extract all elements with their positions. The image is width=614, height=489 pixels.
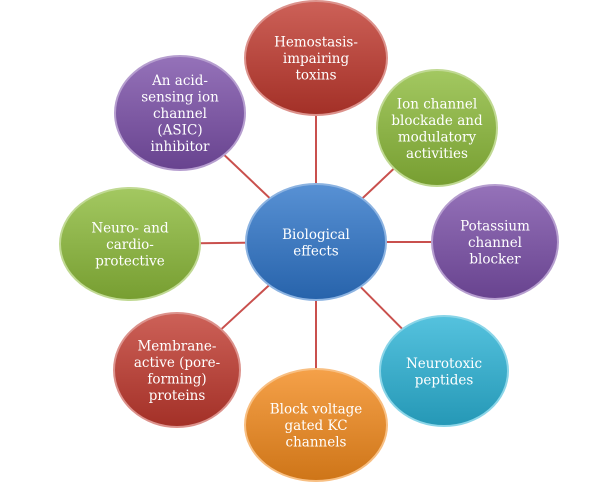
node-asic-label-line: channel <box>153 106 207 122</box>
node-asic-label-line: sensing ion <box>141 90 219 106</box>
node-asic-label-line: (ASIC) <box>157 123 202 139</box>
center-node-label-line: effects <box>293 243 339 259</box>
node-potassium-label-line: channel <box>468 235 522 251</box>
node-ion-channel-circle <box>376 69 498 187</box>
node-ion-channel-label-line: Ion channel <box>397 96 477 112</box>
node-ion-channel-label-line: blockade and <box>391 113 483 129</box>
node-membrane-label-line: forming) <box>147 371 206 387</box>
node-neuro-cardio-circle <box>59 187 201 301</box>
center-node-label-line: Biological <box>282 227 350 243</box>
node-membrane-label-line: Membrane- <box>137 338 216 354</box>
node-neuro-cardio-label-line: Neuro- and <box>91 221 169 237</box>
node-block-voltage-label-line: gated KC <box>284 418 347 434</box>
node-ion-channel-label-line: activities <box>406 146 468 162</box>
node-block-voltage-circle <box>244 368 388 482</box>
node-asic-circle <box>114 55 246 171</box>
node-block-voltage-label-line: channels <box>286 435 347 451</box>
node-neuro-cardio-label-line: cardio- <box>106 237 154 253</box>
node-hemostasis-label-line: impairing <box>283 51 350 67</box>
node-potassium-label-line: blocker <box>469 252 521 268</box>
node-membrane-label-line: active (pore- <box>134 355 220 371</box>
node-asic-label-line: inhibitor <box>151 139 211 155</box>
node-neurotoxic-circle <box>379 315 509 427</box>
node-ion-channel-label-line: modulatory <box>398 129 477 145</box>
node-neurotoxic-label-line: peptides <box>415 372 474 388</box>
node-hemostasis-label-line: toxins <box>295 68 336 84</box>
node-membrane-circle <box>113 312 241 428</box>
node-potassium-circle <box>431 184 559 300</box>
node-asic-label-line: An acid- <box>151 73 208 89</box>
node-hemostasis-circle <box>244 0 388 116</box>
node-neurotoxic-label-line: Neurotoxic <box>406 356 482 372</box>
node-hemostasis-label-line: Hemostasis- <box>274 35 358 51</box>
center-node-circle <box>245 183 387 301</box>
node-potassium-label-line: Potassium <box>460 219 530 235</box>
node-asic: An acid-sensing ionchannel(ASIC)inhibito… <box>114 55 246 171</box>
node-neuro-cardio-label-line: protective <box>95 254 165 270</box>
node-membrane-label-line: proteins <box>149 388 206 404</box>
node-block-voltage-label-line: Block voltage <box>270 402 363 418</box>
node-membrane: Membrane-active (pore-forming)proteins <box>113 312 241 428</box>
